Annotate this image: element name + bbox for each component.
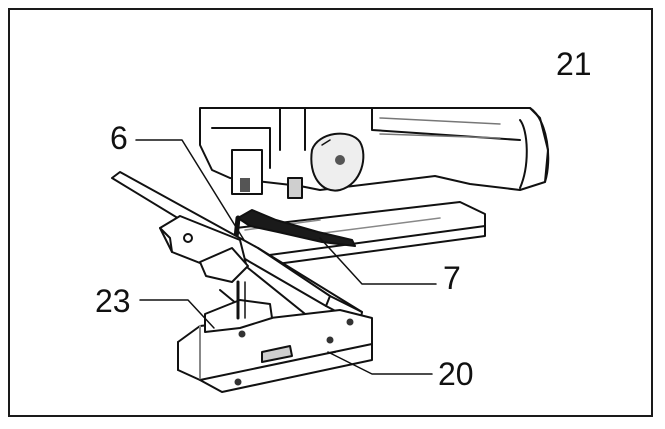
callout-23: 23 xyxy=(95,283,131,319)
callout-20: 20 xyxy=(438,356,474,392)
callout-21: 21 xyxy=(556,46,592,82)
leader-lines xyxy=(135,139,437,375)
jigsaw-body xyxy=(199,107,550,199)
figure-frame xyxy=(8,8,653,417)
leader-23 xyxy=(139,299,215,329)
leader-20 xyxy=(327,351,433,375)
callout-7: 7 xyxy=(443,260,461,296)
leader-7 xyxy=(319,237,437,285)
leader-6 xyxy=(135,139,245,241)
callout-6: 6 xyxy=(110,120,128,156)
rip-fence-guide xyxy=(177,280,373,393)
fence-holder xyxy=(159,215,249,283)
